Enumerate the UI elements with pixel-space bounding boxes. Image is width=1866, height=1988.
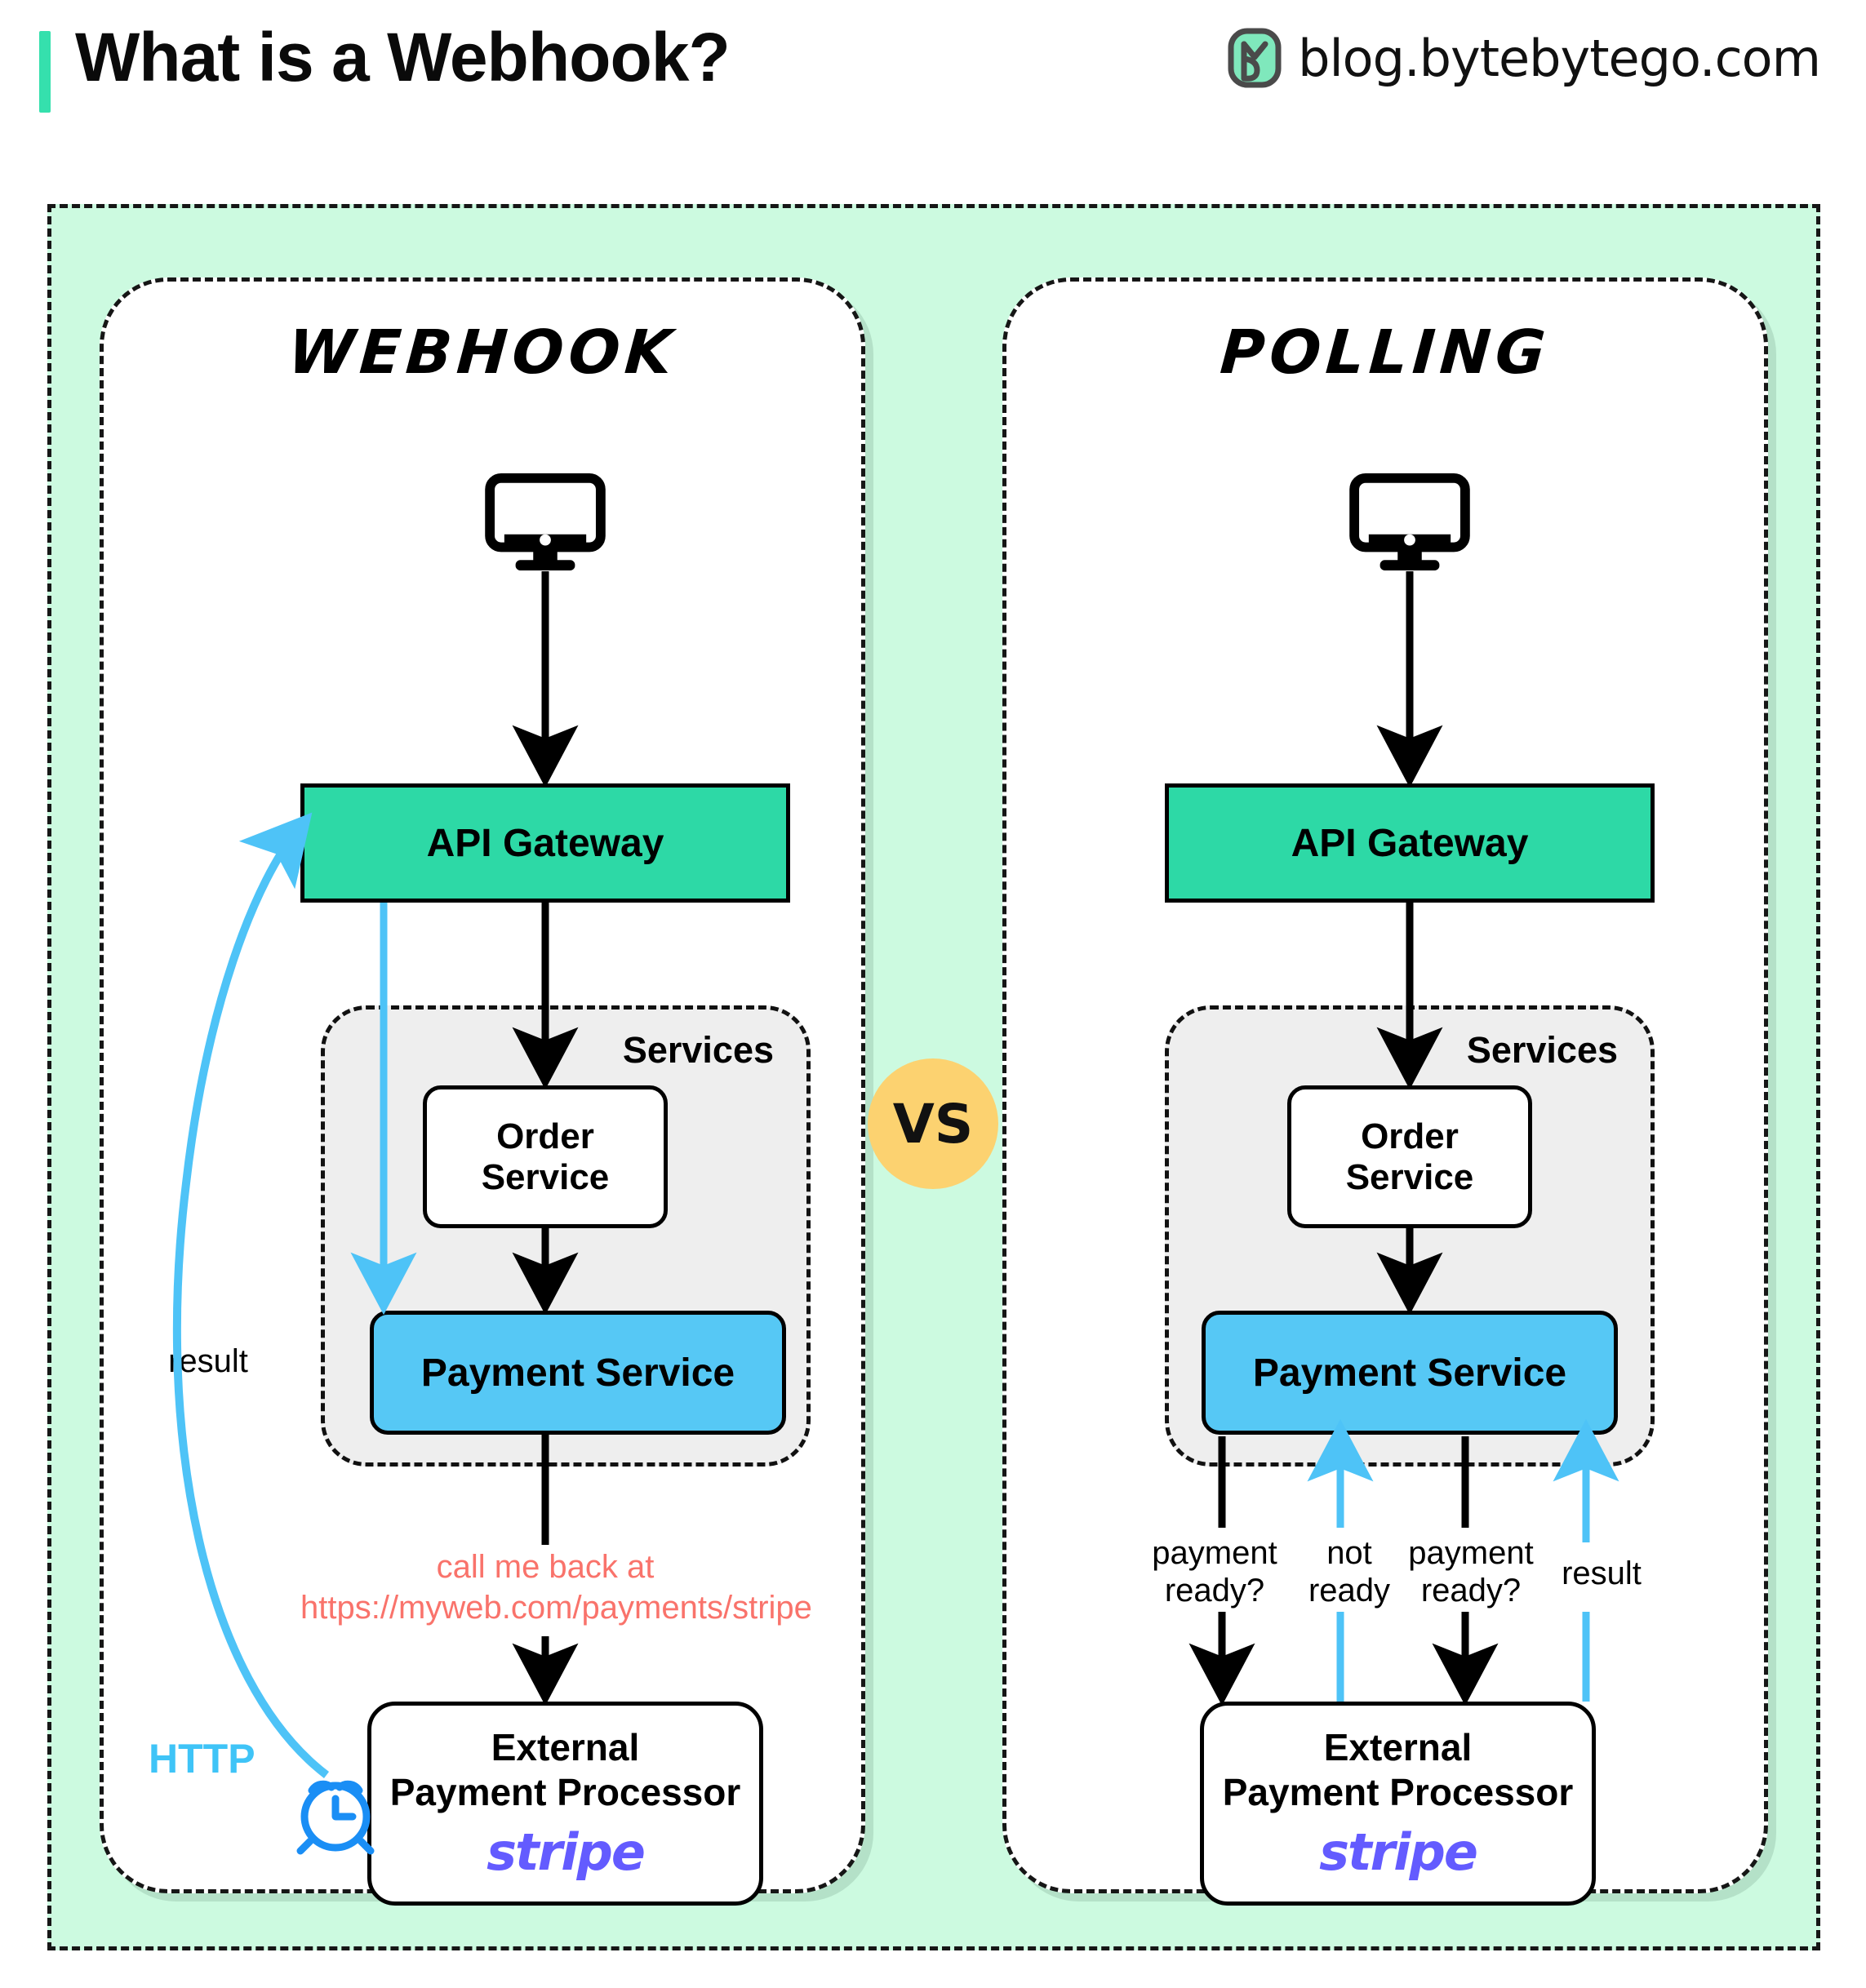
page-header: What is a Webhook? blog.bytebytego.com	[0, 0, 1866, 147]
services-label-webhook: Services	[622, 1029, 774, 1071]
processor-line2: Payment Processor	[1222, 1770, 1574, 1813]
order-service-line1: Order	[1361, 1116, 1459, 1157]
api-gateway-polling: API Gateway	[1165, 783, 1655, 903]
vs-badge: VS	[868, 1058, 998, 1189]
api-gateway-webhook: API Gateway	[300, 783, 790, 903]
external-payment-processor-webhook: External Payment Processor stripe	[367, 1702, 763, 1906]
brand-block: blog.bytebytego.com	[1228, 28, 1821, 88]
poll-label-0: payment ready?	[1152, 1535, 1277, 1609]
processor-line2: Payment Processor	[389, 1770, 741, 1813]
callback-line2: https://myweb.com/payments/stripe	[300, 1590, 812, 1626]
poll-label-2: payment ready?	[1408, 1535, 1534, 1609]
order-service-line1: Order	[496, 1116, 594, 1157]
order-service-line2: Service	[1345, 1156, 1474, 1197]
poll-label-3: result	[1562, 1555, 1642, 1591]
stripe-logo: stripe	[486, 1822, 646, 1882]
callback-note: call me back at https://myweb.com/paymen…	[300, 1546, 812, 1628]
poll-label-1: not ready	[1308, 1535, 1391, 1609]
services-label-polling: Services	[1466, 1029, 1618, 1071]
brand-url: blog.bytebytego.com	[1298, 28, 1821, 88]
stripe-logo: stripe	[1319, 1822, 1478, 1882]
external-payment-processor-polling: External Payment Processor stripe	[1200, 1702, 1596, 1906]
http-label: HTTP	[149, 1736, 255, 1782]
title-accent-bar	[39, 31, 51, 113]
panel-title-polling: Polling	[1218, 317, 1553, 388]
processor-line1: External	[1323, 1726, 1473, 1769]
payment-service-polling: Payment Service	[1202, 1311, 1618, 1435]
panel-title-webhook: Webhook	[286, 317, 679, 388]
order-service-line2: Service	[481, 1156, 610, 1197]
monitor-icon	[485, 473, 606, 571]
order-service-webhook: Order Service	[423, 1085, 668, 1228]
callback-line1: call me back at	[436, 1549, 655, 1585]
alarm-clock-icon	[296, 1780, 375, 1855]
page-title: What is a Webhook?	[75, 19, 731, 95]
result-label-webhook: result	[168, 1343, 248, 1379]
processor-line1: External	[491, 1726, 640, 1769]
bytebytego-logo-icon	[1228, 28, 1282, 88]
order-service-polling: Order Service	[1287, 1085, 1532, 1228]
monitor-icon	[1349, 473, 1470, 571]
payment-service-webhook: Payment Service	[370, 1311, 786, 1435]
